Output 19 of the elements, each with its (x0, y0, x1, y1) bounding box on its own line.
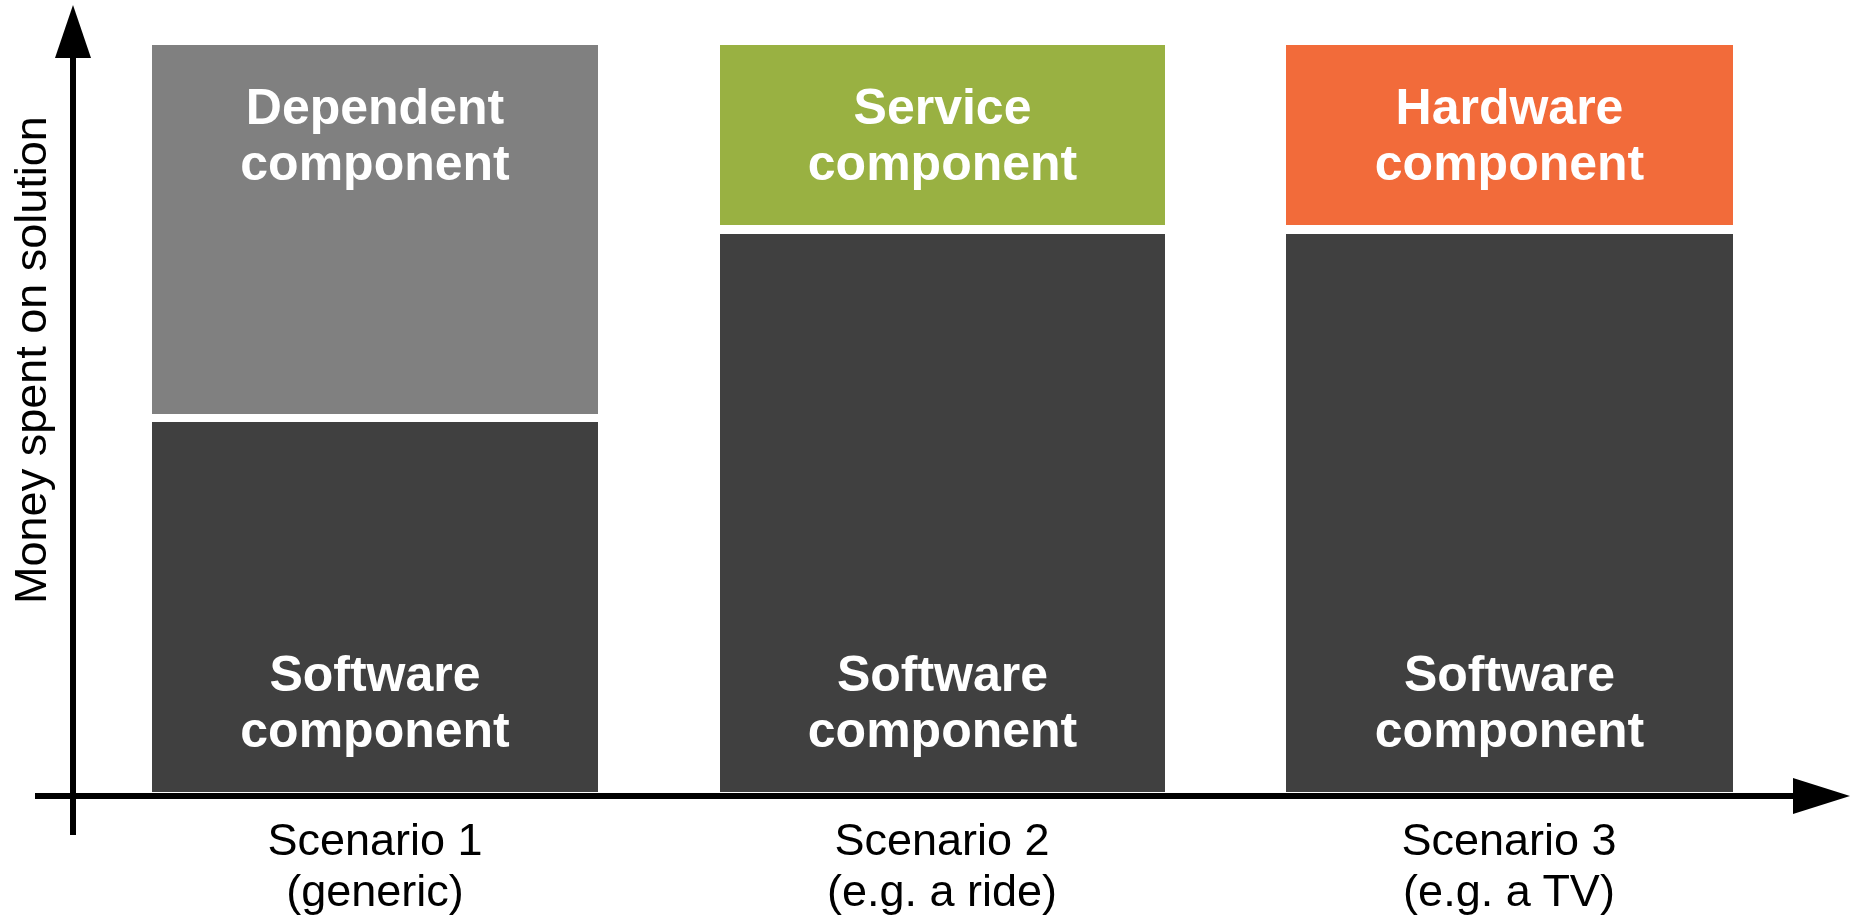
bar-segment (152, 422, 598, 792)
bar-segment (1286, 234, 1733, 792)
bar-label: Service component (806, 79, 1079, 191)
axis-title: Money spent on solution (6, 116, 56, 604)
bar-segment (720, 234, 1165, 792)
category-label: (e.g. a TV) (1403, 866, 1615, 916)
bar-segment (1286, 45, 1733, 225)
bar-label: Software component (239, 646, 511, 758)
category-label: Scenario 2 (834, 815, 1050, 865)
bar-label: Dependent component (239, 79, 511, 191)
bar-segment (720, 45, 1165, 225)
bar-segment (152, 45, 598, 414)
category-label: (generic) (286, 866, 464, 916)
bar-label: Hardware component (1373, 79, 1646, 191)
category-label: (e.g. a ride) (826, 866, 1058, 916)
bar-label: Software component (1373, 646, 1646, 758)
category-label: Scenario 1 (267, 815, 483, 865)
category-label: Scenario 3 (1401, 815, 1617, 865)
bar-label: Software component (806, 646, 1079, 758)
